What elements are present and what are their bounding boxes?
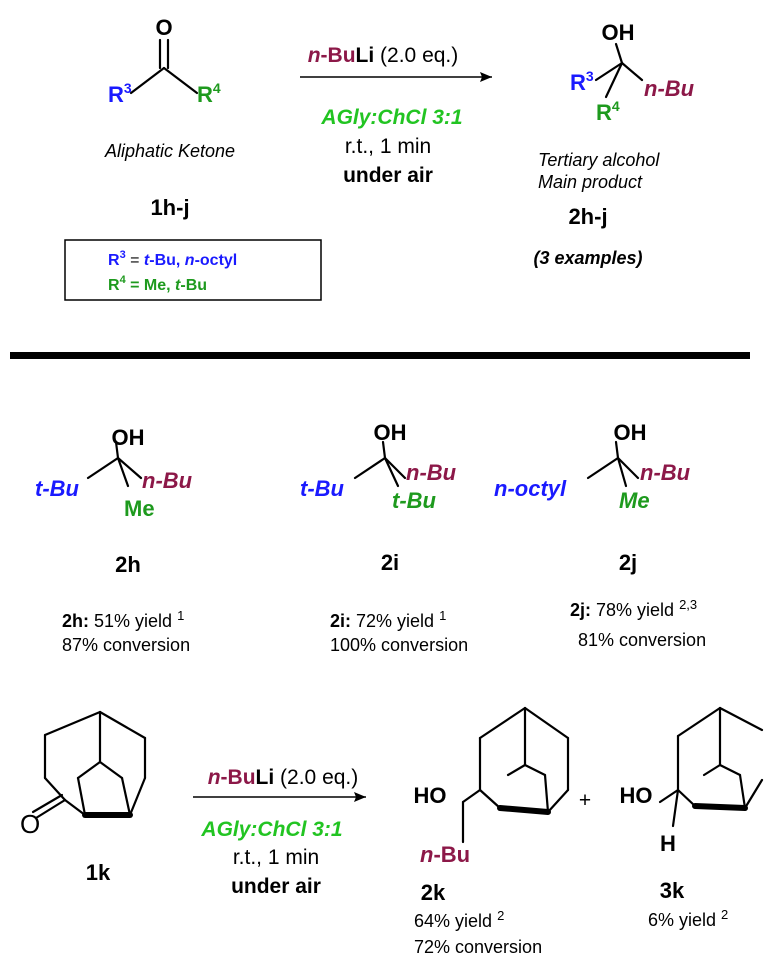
2j-yield: 2j: 78% yield 2,3 xyxy=(570,597,697,620)
reactant-oxygen: O xyxy=(155,15,172,40)
top-arrow-head xyxy=(480,72,492,82)
2j-hydroxyl: OH xyxy=(614,420,647,445)
product-r3: R3 xyxy=(570,68,594,95)
bottom-temp-time: r.t., 1 min xyxy=(233,846,319,869)
product-2k: HO n-Bu 2k 64% yield 2 72% conversion xyxy=(414,706,570,957)
top-reactant: O R3 R4 Aliphatic Ketone 1h-j xyxy=(104,15,235,220)
2j-lower-group: Me xyxy=(619,488,650,513)
bottom-atmosphere: under air xyxy=(231,875,321,898)
top-atmosphere: under air xyxy=(343,164,433,187)
1k-oxygen: O xyxy=(20,809,40,839)
1k-label: 1k xyxy=(86,860,111,885)
bottom-arrow-head xyxy=(354,792,366,802)
2j-right-group: n-Bu xyxy=(640,460,691,485)
product-caption-2: Main product xyxy=(538,172,643,192)
2h-conversion: 87% conversion xyxy=(62,635,190,655)
section-divider xyxy=(10,352,750,359)
substituent-box-frame xyxy=(64,239,322,301)
2k-yield: 64% yield 2 xyxy=(414,908,504,931)
product-caption-1: Tertiary alcohol xyxy=(538,150,660,170)
3k-hydroxyl: HO xyxy=(620,783,653,808)
2h-right-group: n-Bu xyxy=(142,468,193,493)
2h-label: 2h xyxy=(115,552,141,577)
2i-lower-group: t-Bu xyxy=(392,488,437,513)
3k-hydrogen: H xyxy=(660,831,676,856)
bottom-reagent: n-BuLi (2.0 eq.) xyxy=(208,766,359,789)
2j-left-group: n-octyl xyxy=(494,476,567,501)
2j-conversion: 81% conversion xyxy=(578,630,706,650)
2i-yield: 2i: 72% yield 1 xyxy=(330,608,446,631)
3k-yield: 6% yield 2 xyxy=(648,907,728,930)
product-r4: R4 xyxy=(596,98,620,125)
top-product: OH R3 R4 n-Bu Tertiary alcohol Main prod… xyxy=(533,20,694,268)
top-reagent: n-BuLi (2.0 eq.) xyxy=(308,44,459,67)
2k-label: 2k xyxy=(421,880,446,905)
plus-sign: + xyxy=(579,789,591,812)
reactant-caption: Aliphatic Ketone xyxy=(104,141,235,161)
reactant-r4: R4 xyxy=(197,80,221,107)
2k-conversion: 72% conversion xyxy=(414,937,542,957)
2i-right-group: n-Bu xyxy=(406,460,457,485)
reactant-r3: R3 xyxy=(108,80,132,107)
3k-label: 3k xyxy=(660,878,685,903)
adamantanone: O 1k xyxy=(20,710,147,885)
example-2h: OH t-Bu n-Bu Me 2h 2h: 51% yield 1 87% c… xyxy=(35,425,193,655)
top-temp-time: r.t., 1 min xyxy=(345,135,431,158)
2i-left-group: t-Bu xyxy=(300,476,345,501)
2h-yield: 2h: 51% yield 1 xyxy=(62,608,184,631)
substituent-box: R3 = t-Bu, n-octyl R4 = Me, t-Bu xyxy=(64,239,322,301)
top-arrow-conditions: n-BuLi (2.0 eq.) AGly:ChCl 3:1 r.t., 1 m… xyxy=(300,44,492,187)
2i-hydroxyl: OH xyxy=(374,420,407,445)
example-2j: OH n-octyl n-Bu Me 2j 2j: 78% yield 2,3 … xyxy=(494,420,706,650)
product-3k: HO H 3k 6% yield 2 xyxy=(620,706,764,930)
bottom-arrow-conditions: n-BuLi (2.0 eq.) AGly:ChCl 3:1 r.t., 1 m… xyxy=(193,766,366,898)
product-examples: (3 examples) xyxy=(533,248,642,268)
2i-conversion: 100% conversion xyxy=(330,635,468,655)
2k-hydroxyl: HO xyxy=(414,783,447,808)
top-solvent: AGly:ChCl 3:1 xyxy=(320,106,462,129)
2i-label: 2i xyxy=(381,550,399,575)
product-nbu: n-Bu xyxy=(644,76,695,101)
box-r4-line: R4 = Me, t-Bu xyxy=(108,274,207,294)
2h-lower-group: Me xyxy=(124,496,155,521)
2h-hydroxyl: OH xyxy=(112,425,145,450)
2h-left-group: t-Bu xyxy=(35,476,80,501)
product-hydroxyl: OH xyxy=(602,20,635,45)
2k-nbu: n-Bu xyxy=(420,842,470,867)
product-label: 2h-j xyxy=(568,204,607,229)
2j-label: 2j xyxy=(619,550,637,575)
bottom-solvent: AGly:ChCl 3:1 xyxy=(200,818,342,841)
reactant-label: 1h-j xyxy=(150,195,189,220)
example-2i: OH t-Bu n-Bu t-Bu 2i 2i: 72% yield 1 100… xyxy=(300,420,468,655)
box-r3-line: R3 = t-Bu, n-octyl xyxy=(108,249,237,269)
